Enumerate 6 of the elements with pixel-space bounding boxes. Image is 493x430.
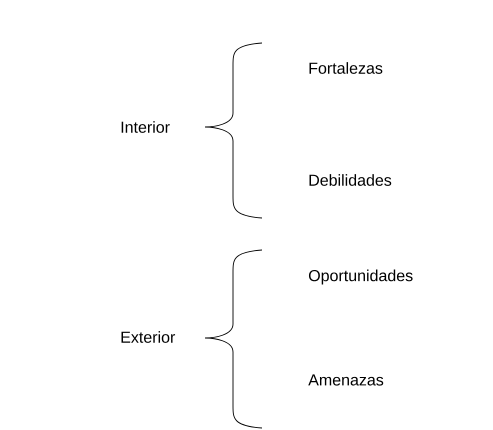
label: Amenazas — [308, 374, 384, 386]
label: Debilidades — [310, 174, 392, 186]
label: Fortalezas — [310, 62, 382, 74]
label: Interior — [122, 121, 170, 133]
label: Oportunidades — [308, 270, 413, 284]
label: Exterior — [122, 331, 176, 343]
